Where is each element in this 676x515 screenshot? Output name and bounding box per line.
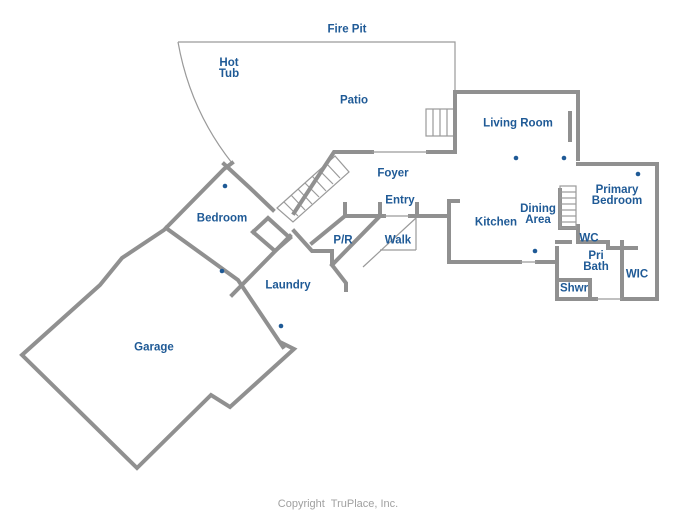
marker-living-room-b bbox=[561, 155, 567, 161]
room-label-patio: Patio bbox=[339, 94, 369, 107]
room-label-walk: Walk bbox=[384, 234, 412, 247]
foyer-stair bbox=[276, 155, 350, 223]
room-label-pri-bath: Pri Bath bbox=[583, 250, 609, 273]
dining-stair bbox=[559, 185, 577, 229]
location-markers bbox=[219, 155, 641, 329]
copyright-text: Copyright TruPlace, Inc. bbox=[277, 498, 399, 510]
room-label-shwr: Shwr bbox=[559, 282, 589, 295]
patio-arc bbox=[177, 41, 233, 164]
room-label-kitchen: Kitchen bbox=[474, 216, 518, 229]
room-label-fire-pit: Fire Pit bbox=[327, 23, 367, 36]
interior-lines bbox=[362, 151, 622, 300]
exterior-walls bbox=[19, 90, 659, 471]
room-label-garage: Garage bbox=[134, 341, 174, 354]
marker-bedroom-a bbox=[222, 183, 228, 189]
room-label-dining-area: Dining Area bbox=[520, 203, 556, 226]
marker-kitchen bbox=[532, 248, 538, 254]
room-label-wc: WC bbox=[579, 232, 599, 245]
marker-bedroom-b bbox=[219, 268, 225, 274]
room-label-living-room: Living Room bbox=[483, 117, 553, 130]
room-label-wic: WIC bbox=[625, 268, 649, 281]
room-label-foyer: Foyer bbox=[377, 167, 409, 180]
patio-outline bbox=[178, 41, 456, 92]
marker-primary-bedroom bbox=[635, 171, 641, 177]
marker-laundry bbox=[278, 323, 284, 329]
room-label-pr: P/R bbox=[333, 234, 353, 247]
room-label-bedroom: Bedroom bbox=[196, 212, 248, 225]
room-label-entry: Entry bbox=[385, 194, 415, 207]
patio-steps bbox=[425, 108, 455, 137]
room-label-hot-tub: Hot Tub bbox=[218, 57, 240, 80]
room-label-laundry: Laundry bbox=[265, 279, 311, 292]
room-label-primary-bedroom: Primary Bedroom bbox=[591, 184, 643, 207]
marker-living-room-a bbox=[513, 155, 519, 161]
